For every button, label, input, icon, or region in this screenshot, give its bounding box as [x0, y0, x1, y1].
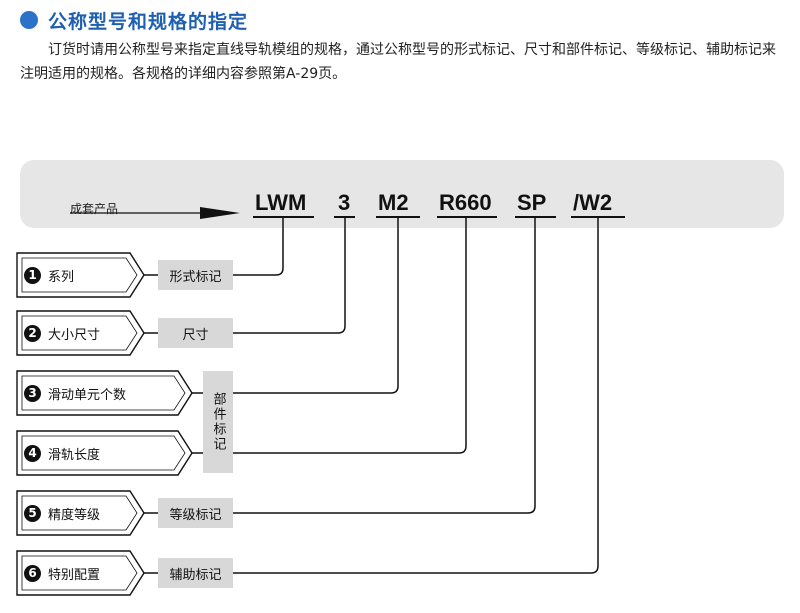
item-frame	[16, 310, 145, 356]
code-underline	[437, 216, 497, 218]
number-3-icon: 3	[24, 384, 41, 402]
item-label: 滑轨长度	[48, 447, 101, 463]
section-header: 公称型号和规格的指定	[20, 6, 248, 34]
item-frame	[16, 490, 145, 536]
code-underline	[571, 216, 625, 218]
code-sliders: M2	[378, 190, 409, 215]
item-special: 6 特别配置	[16, 550, 145, 596]
item-label: 特别配置	[48, 567, 101, 583]
item-frame	[16, 252, 145, 298]
marker-form: 形式标记	[158, 260, 233, 290]
marker-grade: 等级标记	[158, 498, 233, 528]
item-slider-count: 3 滑动单元个数	[16, 370, 193, 416]
code-rail-length: R660	[439, 190, 492, 215]
number-6-icon: 6	[24, 564, 41, 582]
bullet-dot-icon	[20, 11, 38, 29]
item-size: 2 大小尺寸	[16, 310, 145, 356]
item-grade: 5 精度等级	[16, 490, 145, 536]
item-frame	[16, 550, 145, 596]
code-series: LWM	[255, 190, 307, 215]
code-special: /W2	[573, 190, 613, 215]
item-rail-length: 4 滑轨长度	[16, 430, 193, 476]
item-label: 精度等级	[48, 507, 101, 523]
code-underline	[376, 216, 420, 218]
code-underline	[253, 216, 314, 218]
marker-size: 尺寸	[158, 318, 233, 348]
code-underline	[515, 216, 556, 218]
item-frame	[16, 370, 193, 416]
intro-paragraph: 订货时请用公称型号来指定直线导轨模组的规格，通过公称型号的形式标记、尺寸和部件标…	[20, 38, 788, 86]
number-4-icon: 4	[24, 444, 41, 462]
number-1-icon: 1	[24, 266, 41, 284]
marker-parts: 部件标记	[203, 371, 233, 473]
code-size: 3	[338, 190, 351, 215]
intro-text: 订货时请用公称型号来指定直线导轨模组的规格，通过公称型号的形式标记、尺寸和部件标…	[20, 42, 776, 82]
marker-aux: 辅助标记	[158, 558, 233, 588]
item-label: 系列	[48, 269, 75, 285]
number-2-icon: 2	[24, 324, 41, 342]
item-series: 1 系列	[16, 252, 145, 298]
section-title: 公称型号和规格的指定	[48, 10, 249, 33]
code-grade: SP	[517, 190, 547, 215]
number-5-icon: 5	[24, 504, 41, 522]
marker-parts-label: 部件标记	[210, 392, 226, 452]
item-label: 大小尺寸	[48, 327, 101, 343]
item-label: 滑动单元个数	[48, 387, 127, 403]
item-frame	[16, 430, 193, 476]
code-underline	[334, 216, 355, 218]
